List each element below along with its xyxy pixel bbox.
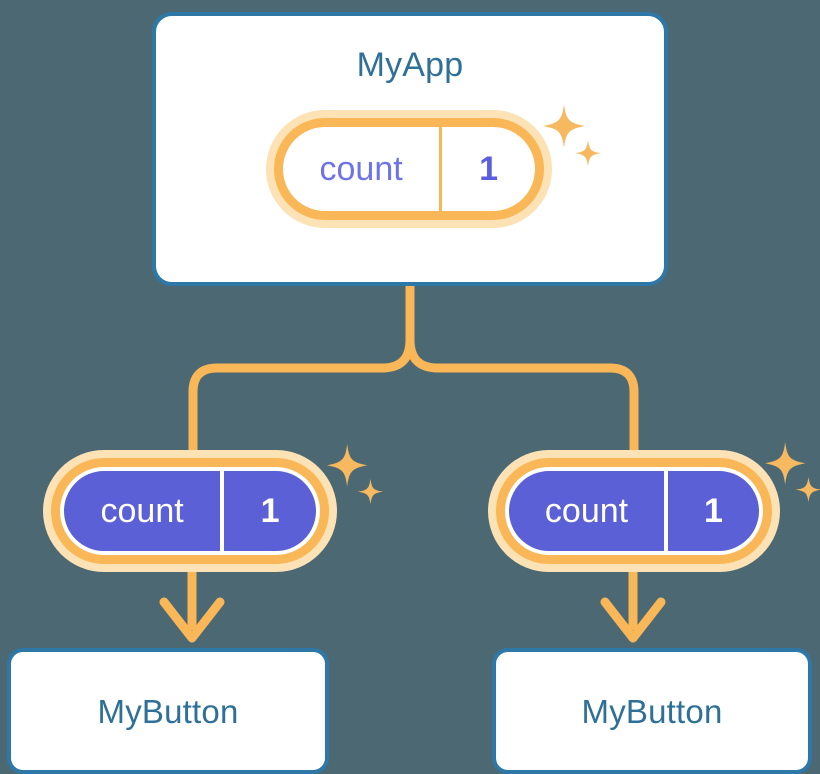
state-pill-root[interactable]: count 1 — [266, 110, 552, 228]
state-pill-inner: count 1 — [283, 127, 535, 211]
component-card-mybutton-right[interactable]: MyButton — [492, 648, 812, 774]
state-pill-value-label: 1 — [704, 492, 723, 530]
state-pill-left[interactable]: count 1 — [43, 450, 337, 572]
component-card-title: MyButton — [581, 692, 723, 730]
state-pill-ring: count 1 — [274, 118, 544, 220]
state-pill-value: 1 — [220, 471, 316, 551]
page-title: MyApp — [356, 46, 464, 84]
state-pill-value: 1 — [439, 127, 535, 211]
state-pill-key: count — [283, 127, 439, 211]
state-pill-key-label: count — [319, 150, 403, 188]
arrow-down-to-left-button — [159, 572, 225, 643]
sparkle-large-icon — [326, 443, 368, 487]
state-pill-ring: count 1 — [496, 458, 772, 564]
sparkle-small-icon — [357, 478, 384, 505]
state-pill-key-label: count — [100, 492, 184, 530]
trunk-and-fork-connector — [405, 281, 639, 457]
state-pill-ring: count 1 — [51, 458, 329, 564]
fork-left-connector — [188, 335, 415, 457]
component-card-mybutton-left[interactable]: MyButton — [7, 648, 329, 774]
state-pill-inner: count 1 — [505, 467, 763, 555]
state-pill-right[interactable]: count 1 — [488, 450, 780, 572]
state-pill-key-label: count — [544, 492, 629, 530]
state-pill-inner: count 1 — [60, 467, 320, 555]
state-pill-key: count — [509, 471, 664, 551]
state-pill-key: count — [64, 471, 220, 551]
component-card-title: MyButton — [97, 692, 239, 730]
arrow-down-to-right-button — [600, 572, 666, 643]
state-pill-value-label: 1 — [479, 150, 499, 188]
state-pill-value: 1 — [664, 471, 759, 551]
state-pill-value-label: 1 — [260, 492, 280, 530]
sparkle-small-icon — [795, 476, 820, 503]
